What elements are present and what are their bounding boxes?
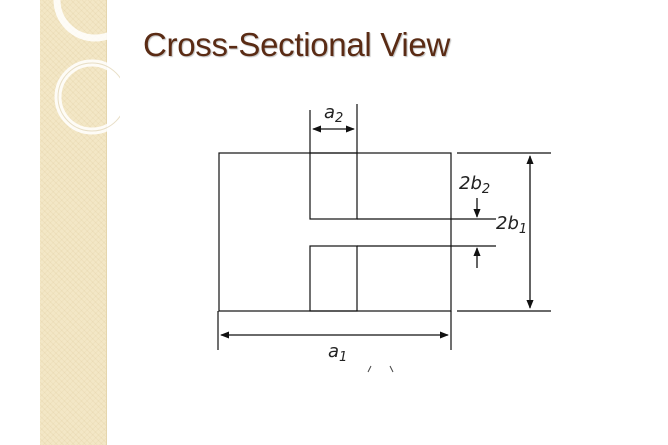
decorative-ring-top: [53, 0, 120, 42]
a2-label: a2: [324, 102, 343, 126]
2b1-label: 2b1: [496, 213, 527, 237]
slide-title: Cross-Sectional View: [143, 26, 451, 63]
outer-cross-section-outline: [218, 152, 452, 312]
textured-margin-strip: [40, 0, 107, 445]
decorative-rings: [53, 0, 120, 135]
lower-slot: [309, 245, 358, 312]
2b2-label: 2b2: [459, 173, 490, 197]
slide-left-gap: [0, 0, 40, 445]
upper-slot: [309, 152, 358, 220]
cut-off-caption-fragment: [367, 365, 394, 373]
a1-label: a1: [328, 341, 347, 365]
decorative-ring-middle-edge: [57, 62, 120, 132]
